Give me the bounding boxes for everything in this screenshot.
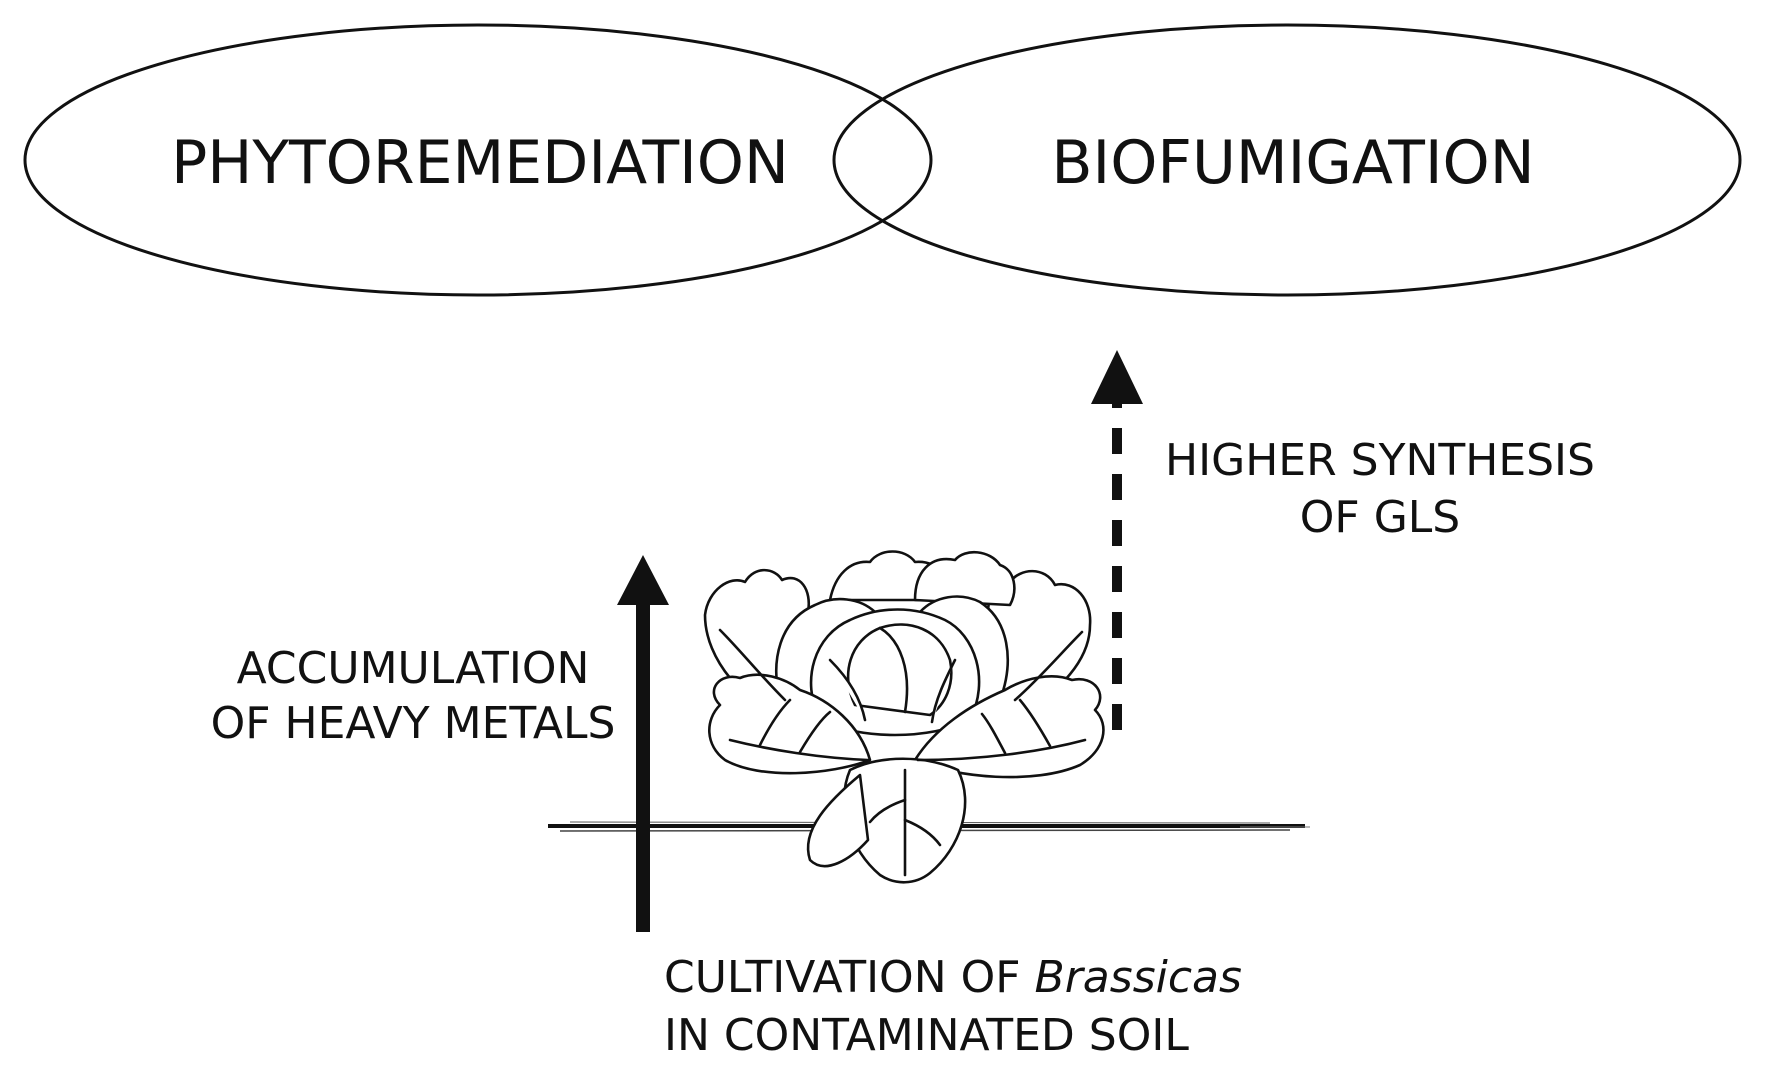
cultivation-main-text: CULTIVATION OF <box>664 952 1035 1003</box>
biofumigation-ellipse <box>832 23 1742 297</box>
phytoremediation-ellipse <box>23 23 933 297</box>
accumulation-label-line1: ACCUMULATION <box>237 643 590 694</box>
accumulation-label-line2: OF HEAVY METALS <box>211 698 616 749</box>
synthesis-label-line2: OF GLS <box>1300 492 1460 543</box>
brassicas-italic-text: Brassicas <box>1035 952 1242 1003</box>
accumulation-arrow <box>617 555 669 932</box>
cultivation-label-line2: IN CONTAMINATED SOIL <box>664 1010 1189 1061</box>
cabbage-plant-icon <box>703 550 1105 884</box>
biofumigation-label: BIOFUMIGATION <box>1051 128 1534 198</box>
synthesis-dashed-arrow <box>1091 350 1143 730</box>
synthesis-label-line1: HIGHER SYNTHESIS <box>1165 435 1595 486</box>
phytoremediation-label: PHYTOREMEDIATION <box>171 128 789 198</box>
cultivation-label-line1: CULTIVATION OF Brassicas <box>664 952 1242 1003</box>
